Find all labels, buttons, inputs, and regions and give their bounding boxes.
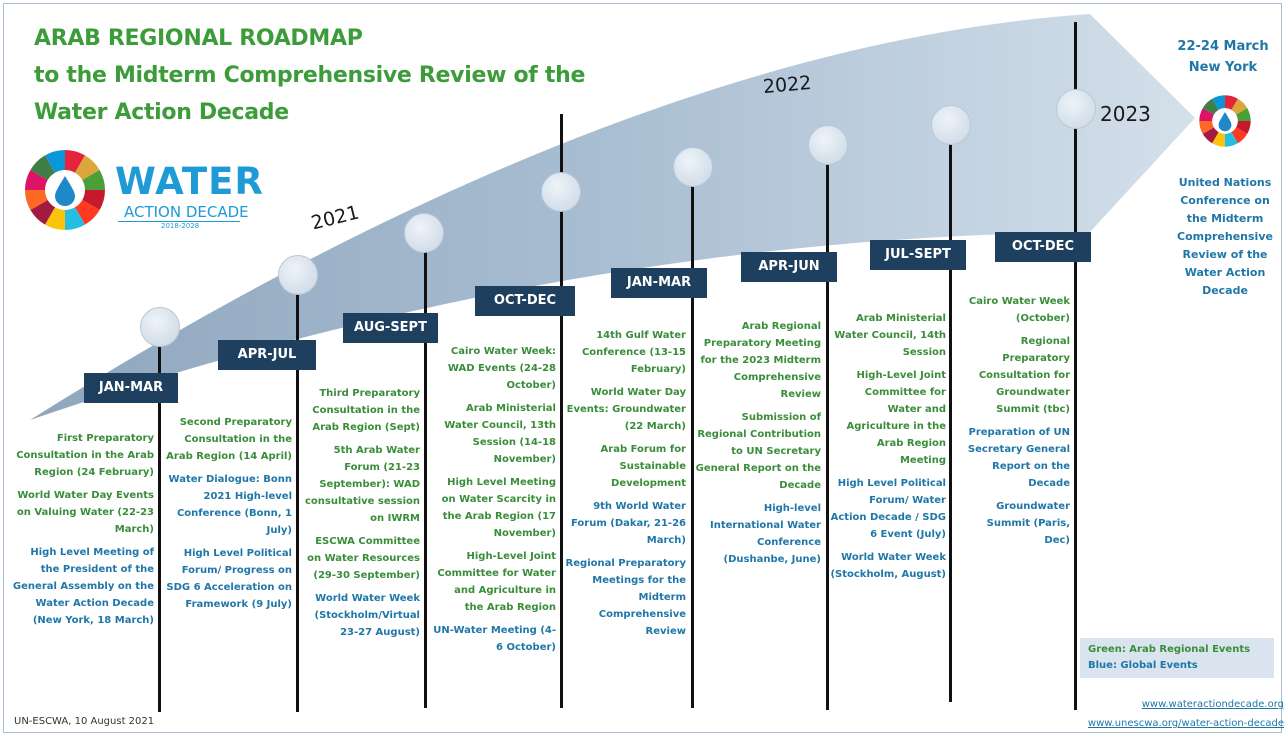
period-label-8: OCT-DEC bbox=[995, 232, 1091, 262]
year-2022: 2022 bbox=[762, 71, 813, 99]
event-item: Second Preparatory Consultation in the A… bbox=[166, 417, 292, 462]
event-column-2: Second Preparatory Consultation in the A… bbox=[166, 414, 292, 619]
event-item: World Water Day Events: Groundwater (22 … bbox=[566, 387, 686, 432]
timeline-line-6 bbox=[826, 160, 829, 710]
timeline-line-1 bbox=[158, 342, 161, 712]
period-label-1: JAN-MAR bbox=[84, 373, 178, 403]
event-column-5: 14th Gulf Water Conference (13-15 Februa… bbox=[564, 327, 686, 646]
event-item: Submission of Regional Contribution to U… bbox=[695, 412, 821, 491]
milestone-circle bbox=[404, 213, 444, 253]
page-frame bbox=[3, 3, 1282, 733]
event-item: 14th Gulf Water Conference (13-15 Februa… bbox=[581, 330, 686, 375]
conference-date-text: 22-24 March bbox=[1177, 39, 1269, 54]
event-item: Preparation of UN Secretary General Repo… bbox=[967, 427, 1070, 489]
period-label-3: AUG-SEPT bbox=[343, 313, 438, 343]
timeline-line-5 bbox=[691, 180, 694, 708]
event-item: Third Preparatory Consultation in the Ar… bbox=[312, 388, 420, 433]
event-item: High-Level Joint Committee for Water and… bbox=[846, 370, 946, 466]
period-label-7: JUL-SEPT bbox=[870, 240, 966, 270]
arrow-body bbox=[30, 14, 1195, 420]
event-item: World Water Week (Stockholm/Virtual 23-2… bbox=[314, 593, 421, 638]
event-item: High Level Political Forum/ Progress on … bbox=[166, 548, 292, 610]
period-label-2: APR-JUL bbox=[218, 340, 316, 370]
conference-place-text: New York bbox=[1188, 60, 1258, 75]
event-item: Regional Preparatory Meetings for the Mi… bbox=[565, 558, 686, 637]
footer-url-1[interactable]: www.wateractiondecade.org bbox=[1141, 699, 1284, 710]
event-item: Water Dialogue: Bonn 2021 High-level Con… bbox=[168, 474, 292, 536]
event-item: High Level Meeting on Water Scarcity in … bbox=[441, 477, 556, 539]
event-item: High Level Meeting of the President of t… bbox=[12, 547, 154, 626]
title-line-3: Water Action Decade bbox=[34, 100, 289, 125]
event-item: UN-Water Meeting (4-6 October) bbox=[433, 625, 556, 653]
milestone-circle bbox=[931, 105, 971, 145]
event-item: World Water Week (Stockholm, August) bbox=[830, 552, 946, 580]
event-item: 9th World Water Forum (Dakar, 21-26 Marc… bbox=[571, 501, 686, 546]
milestone-circle bbox=[808, 125, 848, 165]
legend: Green: Arab Regional Events Blue: Global… bbox=[1080, 638, 1274, 678]
timeline-line-3 bbox=[424, 248, 427, 708]
legend-blue: Blue: Global Events bbox=[1088, 660, 1198, 671]
event-column-8: Cairo Water Week (October) Regional Prepa… bbox=[960, 293, 1070, 555]
timeline-line-8 bbox=[1074, 22, 1077, 710]
milestone-circle bbox=[278, 255, 318, 295]
event-item: Groundwater Summit (Paris, Dec) bbox=[986, 501, 1070, 546]
event-item: First Preparatory Consultation in the Ar… bbox=[16, 433, 154, 478]
event-item: Arab Regional Preparatory Meeting for th… bbox=[700, 321, 821, 400]
title-line-2: to the Midterm Comprehensive Review of t… bbox=[34, 63, 586, 88]
milestone-circle bbox=[1056, 89, 1096, 129]
timeline-line-7 bbox=[949, 142, 952, 702]
event-item: Cairo Water Week: WAD Events (24-28 Octo… bbox=[447, 346, 556, 391]
logo-word: WATER bbox=[115, 160, 264, 203]
timeline-line-2 bbox=[296, 290, 299, 712]
legend-green: Green: Arab Regional Events bbox=[1088, 644, 1251, 655]
event-item: Cairo Water Week (October) bbox=[968, 296, 1070, 324]
event-column-3: Third Preparatory Consultation in the Ar… bbox=[300, 385, 420, 647]
event-item: High Level Political Forum/ Water Action… bbox=[830, 478, 946, 540]
event-item: Arab Ministerial Water Council, 14th Ses… bbox=[834, 313, 946, 358]
title-line-1: ARAB REGIONAL ROADMAP bbox=[34, 26, 363, 51]
water-action-decade-logo-icon bbox=[25, 150, 105, 230]
event-item: ESCWA Committee on Water Resources (29-3… bbox=[307, 536, 420, 581]
event-item: High-Level Joint Committee for Water and… bbox=[437, 551, 556, 613]
event-column-1: First Preparatory Consultation in the Ar… bbox=[10, 430, 154, 635]
event-item: 5th Arab Water Forum (21-23 September): … bbox=[305, 445, 420, 524]
year-2023: 2023 bbox=[1100, 102, 1151, 126]
event-item: Regional Preparatory Consultation for Gr… bbox=[978, 336, 1070, 415]
event-column-6: Arab Regional Preparatory Meeting for th… bbox=[695, 318, 821, 574]
event-item: Arab Ministerial Water Council, 13th Ses… bbox=[444, 403, 556, 465]
period-label-6: APR-JUN bbox=[741, 252, 837, 282]
event-column-4: Cairo Water Week: WAD Events (24-28 Octo… bbox=[432, 343, 556, 662]
event-item: World Water Day Events on Valuing Water … bbox=[16, 490, 154, 535]
footer-url-2[interactable]: www.unescwa.org/water-action-decade bbox=[1087, 718, 1284, 729]
milestone-circle bbox=[541, 172, 581, 212]
period-label-5: JAN-MAR bbox=[611, 268, 707, 298]
conference-date: 22-24 March New York bbox=[1170, 36, 1276, 78]
conference-name: United Nations Conference on the Midterm… bbox=[1177, 176, 1273, 297]
event-item: Arab Forum for Sustainable Development bbox=[600, 444, 686, 489]
logo-years: 2018-2028 bbox=[158, 222, 203, 230]
event-item: High-level International Water Conferenc… bbox=[710, 503, 821, 565]
logo-rule bbox=[118, 221, 240, 222]
period-label-4: OCT-DEC bbox=[475, 286, 575, 316]
milestone-circle bbox=[140, 307, 180, 347]
milestone-circle bbox=[673, 147, 713, 187]
conference-logo-icon bbox=[1199, 95, 1251, 147]
footer-credit: UN-ESCWA, 10 August 2021 bbox=[14, 716, 155, 727]
logo-subtitle: ACTION DECADE bbox=[124, 203, 249, 221]
event-column-7: Arab Ministerial Water Council, 14th Ses… bbox=[830, 310, 946, 589]
timeline-line-4 bbox=[560, 114, 563, 708]
